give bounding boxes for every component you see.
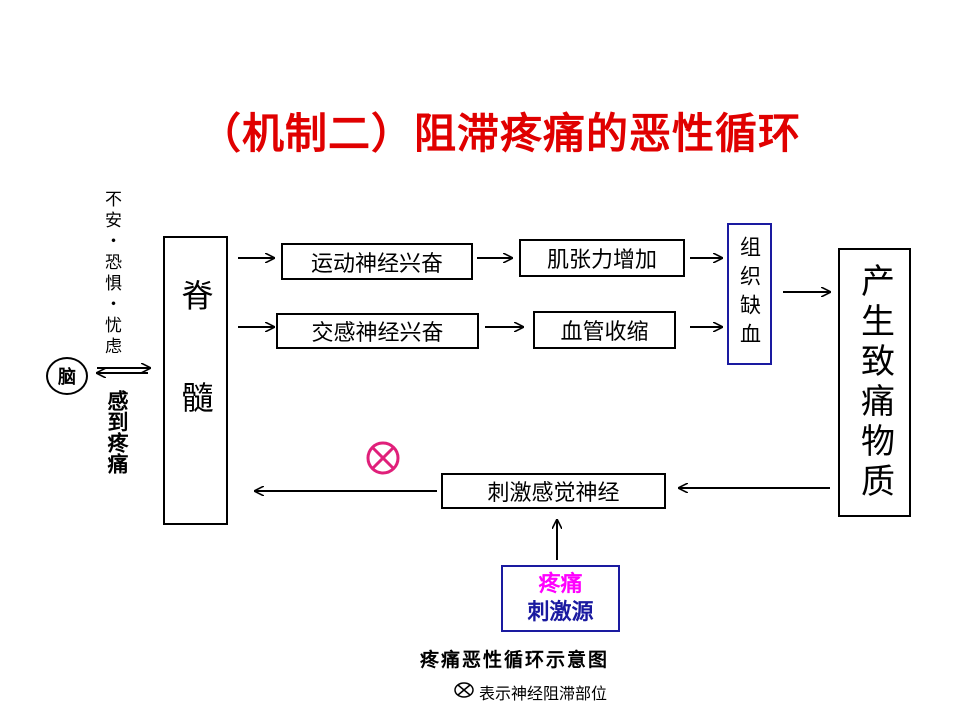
feel-pain-label: 感到疼痛 [105, 390, 129, 474]
ischemia-box: 组织缺血 [727, 223, 772, 365]
ischemia-label: 组织缺血 [737, 236, 762, 352]
motor-nerve-label: 运动神经兴奋 [310, 251, 443, 277]
pain-source-box: 疼痛 刺激源 [501, 565, 620, 632]
pain-substance-label: 产生致痛物质 [854, 262, 895, 503]
sensory-nerve-box: 刺激感觉神经 [441, 473, 666, 509]
vasoconstriction-label: 血管收缩 [560, 320, 649, 345]
pain-substance-box: 产生致痛物质 [838, 248, 911, 517]
page-title: （机制二）阻滞疼痛的恶性循环 [198, 109, 801, 158]
muscle-tension-box: 肌张力增加 [519, 239, 685, 277]
pain-source-line2: 刺激源 [527, 599, 594, 625]
anxiety-label: 不安・恐惧・忧虑 [101, 190, 121, 358]
sympathetic-nerve-label: 交感神经兴奋 [311, 321, 444, 346]
diagram-caption: 疼痛恶性循环示意图 [420, 649, 610, 671]
brain-node: 脑 [46, 357, 88, 395]
motor-nerve-box: 运动神经兴奋 [281, 243, 473, 280]
pain-source-line1: 疼痛 [538, 571, 583, 597]
brain-label: 脑 [58, 367, 76, 388]
muscle-tension-label: 肌张力增加 [546, 248, 657, 273]
spinal-cord-box: 脊髓 [163, 236, 228, 525]
spinal-cord-label: 脊髓 [176, 278, 215, 483]
sensory-nerve-label: 刺激感觉神经 [487, 481, 620, 506]
legend-block-icon [454, 682, 474, 698]
nerve-block-icon [366, 441, 400, 475]
vasoconstriction-box: 血管收缩 [533, 311, 676, 349]
sympathetic-nerve-box: 交感神经兴奋 [276, 313, 479, 349]
legend-label: 表示神经阻滞部位 [479, 684, 608, 703]
